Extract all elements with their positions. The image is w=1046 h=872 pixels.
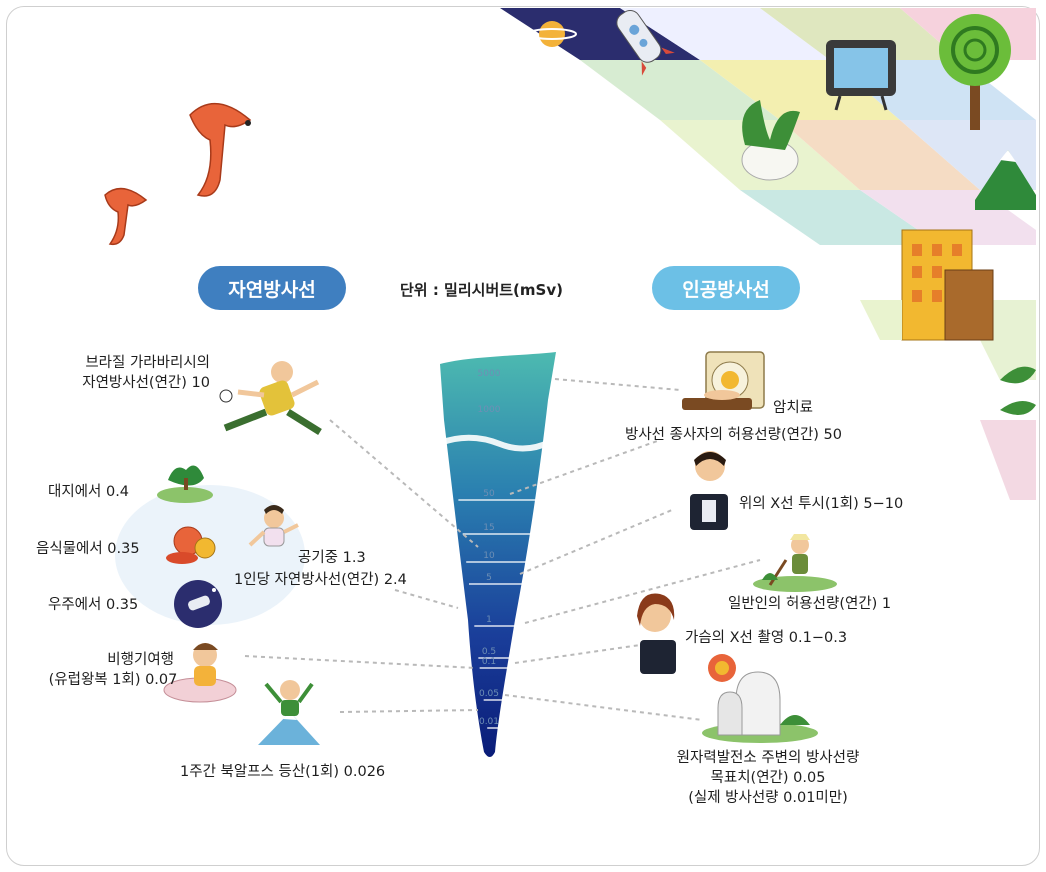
rocket-icon bbox=[174, 580, 222, 628]
radiation-machine-icon bbox=[682, 351, 765, 410]
scale-tick-label: 0.05 bbox=[479, 689, 499, 699]
power-plant-label-line3: (실제 방사선량 0.01미만) bbox=[688, 790, 848, 806]
power-plant-icon bbox=[702, 654, 818, 743]
artificial-radiation-header: 인공방사선 bbox=[652, 266, 800, 310]
worker-dose-label: 방사선 종사자의 허용선량(연간) 50 bbox=[625, 427, 843, 443]
power-plant-label-line2: 목표치(연간) 0.05 bbox=[710, 770, 826, 786]
brazil-label-line2: 자연방사선(연간) 10 bbox=[82, 375, 210, 391]
per-person-label: 1인당 자연방사선(연간) 2.4 bbox=[234, 572, 407, 588]
chest-xray-label: 가슴의 X선 촬영 0.1−0.3 bbox=[685, 630, 848, 646]
scale-tick-label: 10 bbox=[483, 551, 495, 561]
scale-tick-label: 1 bbox=[486, 615, 492, 625]
flight-label-line2: (유럽왕복 1회) 0.07 bbox=[48, 672, 178, 688]
flight-label-line1: 비행기여행 bbox=[107, 652, 174, 668]
power-plant-label-line1: 원자력발전소 주변의 방사선량 bbox=[676, 750, 860, 766]
xray-person-icon bbox=[690, 451, 728, 530]
power-plant-label: 원자력발전소 주변의 방사선량 목표치(연간) 0.05 (실제 방사선량 0.… bbox=[628, 748, 908, 808]
scale-tick-label: 0.1 bbox=[482, 657, 496, 667]
thermometer-body bbox=[440, 352, 556, 757]
farmer-icon bbox=[753, 534, 837, 592]
public-dose-label: 일반인의 허용선량(연간) 1 bbox=[728, 596, 892, 612]
bird-icon bbox=[104, 102, 252, 246]
flight-label: 비행기여행 (유럽왕복 1회) 0.07 bbox=[28, 650, 198, 690]
scale-tick-label: 50 bbox=[483, 489, 495, 499]
climber-icon bbox=[258, 680, 320, 745]
dose-scale bbox=[438, 352, 556, 757]
scale-tick-label: 1000 bbox=[478, 405, 501, 415]
space-label: 우주에서 0.35 bbox=[48, 597, 139, 613]
stomach-xray-label: 위의 X선 투시(1회) 5−10 bbox=[739, 496, 904, 512]
brazil-label-line1: 브라질 가라바리시의 bbox=[85, 355, 210, 371]
connector-lines bbox=[244, 378, 761, 721]
climb-label: 1주간 북알프스 등산(1회) 0.026 bbox=[180, 764, 386, 780]
scale-tick-label: 5000 bbox=[478, 369, 501, 379]
girl-icon bbox=[248, 505, 299, 547]
scale-tick-label: 5 bbox=[486, 573, 492, 583]
food-label: 음식물에서 0.35 bbox=[36, 541, 140, 557]
cancer-treatment-label: 암치료 bbox=[773, 400, 814, 416]
brazil-label: 브라질 가라바리시의 자연방사선(연간) 10 bbox=[82, 353, 210, 393]
air-label: 공기중 1.3 bbox=[298, 550, 366, 566]
scale-tick-label: 0.5 bbox=[482, 647, 496, 657]
board-game-icon bbox=[500, 8, 1036, 500]
scale-tick-label: 0.01 bbox=[479, 717, 499, 727]
natural-radiation-header: 자연방사선 bbox=[198, 266, 346, 310]
scale-tick-label: 15 bbox=[483, 523, 494, 533]
fruit-icon bbox=[166, 526, 216, 564]
tree-icon bbox=[157, 465, 213, 503]
woman-icon bbox=[637, 593, 676, 674]
unit-label: 단위 : 밀리시버트(mSv) bbox=[400, 281, 563, 299]
traveler-icon bbox=[163, 643, 237, 703]
runner-icon bbox=[219, 361, 322, 435]
earth-label: 대지에서 0.4 bbox=[48, 484, 130, 500]
